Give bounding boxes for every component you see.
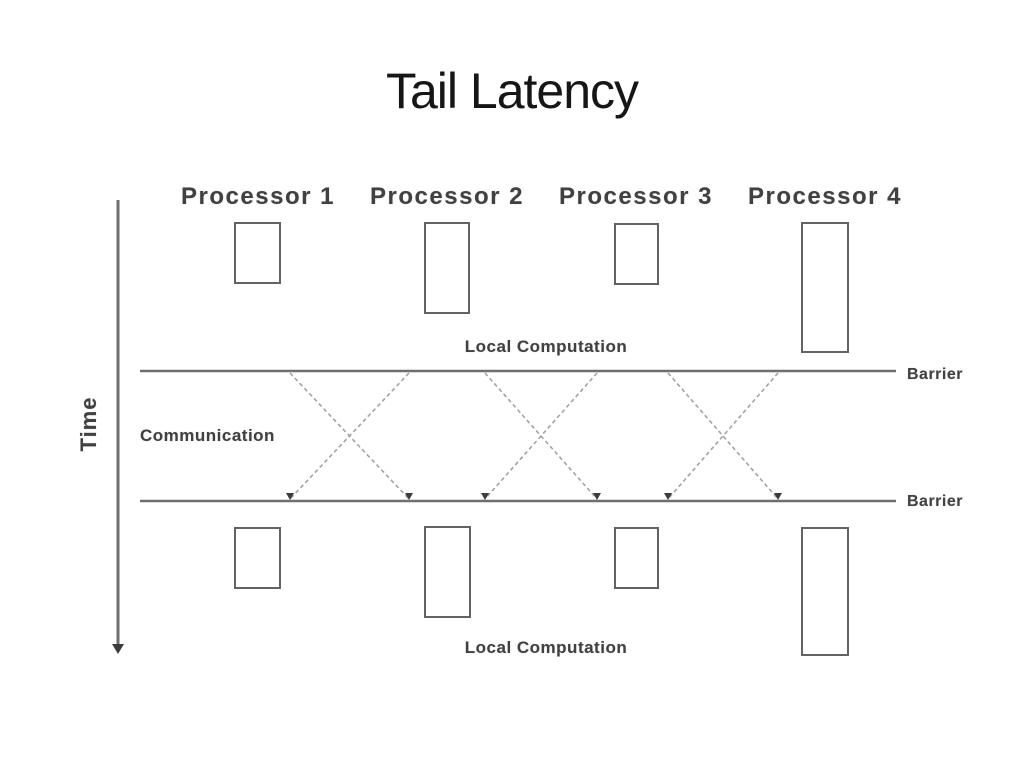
communication-arrowhead [593, 493, 601, 500]
processor-4-label: Processor 4 [748, 183, 902, 210]
communication-arrowhead [286, 493, 294, 500]
communication-line [289, 372, 410, 500]
computation-block-p1-bottom [234, 527, 281, 589]
communication-arrowhead [664, 493, 672, 500]
computation-block-p4-top [801, 222, 849, 353]
communication-label: Communication [140, 426, 275, 445]
computation-block-p3-bottom [614, 527, 659, 589]
slide-title: Tail Latency [385, 63, 639, 119]
time-axis-label: Time [76, 396, 101, 452]
communication-arrowhead [774, 493, 782, 500]
processor-3-label: Processor 3 [559, 183, 713, 210]
computation-block-p2-top [424, 222, 470, 314]
communication-line [484, 372, 598, 500]
computation-block-p3-top [614, 223, 659, 285]
time-axis-arrowhead [112, 644, 124, 654]
computation-block-p1-top [234, 222, 281, 284]
computation-block-p4-bottom [801, 527, 849, 656]
processor-2-label: Processor 2 [370, 183, 524, 210]
computation-block-p2-bottom [424, 526, 471, 618]
barrier-label-top: Barrier [907, 366, 963, 383]
communication-arrowhead [405, 493, 413, 500]
local-computation-label-top: Local Computation [464, 337, 628, 356]
processor-1-label: Processor 1 [181, 183, 335, 210]
local-computation-label-bottom: Local Computation [464, 638, 628, 657]
communication-arrowhead [481, 493, 489, 500]
barrier-label-bottom: Barrier [907, 493, 963, 510]
